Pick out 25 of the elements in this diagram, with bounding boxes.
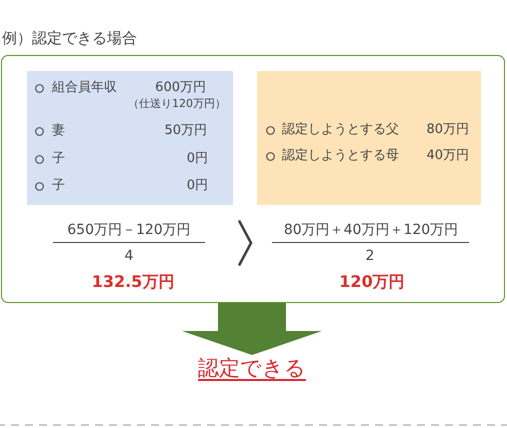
amount: 40万円 (426, 148, 469, 164)
item-label: 子 (52, 151, 65, 167)
denominator: 2 (366, 247, 374, 265)
parents-panel (257, 71, 481, 205)
result-value: 132.5万円 (92, 272, 174, 292)
conclusion-text: 認定できる (198, 355, 306, 381)
title: 例）認定できる場合 (2, 29, 137, 48)
item-label: 認定しようとする父 (282, 122, 399, 138)
block-arrow (182, 303, 322, 355)
note: （仕送り120万円） (128, 97, 226, 110)
amount: 50万円 (164, 123, 207, 139)
amount: 80万円 (426, 122, 469, 138)
item-label: 子 (52, 178, 65, 194)
numerator: 80万円＋40万円＋120万円 (284, 221, 458, 239)
item-label: 組合員年収 (52, 80, 117, 96)
item-label: 認定しようとする母 (282, 148, 399, 164)
household-panel (27, 71, 233, 205)
amount: 0円 (186, 151, 208, 167)
outlined-panel (1, 55, 505, 303)
amount: 0円 (186, 178, 208, 194)
numerator: 650万円－120万円 (67, 221, 191, 239)
amount: 600万円 (155, 80, 206, 96)
result-value: 120万円 (339, 272, 405, 292)
item-label: 妻 (52, 123, 65, 139)
denominator: 4 (124, 247, 134, 265)
